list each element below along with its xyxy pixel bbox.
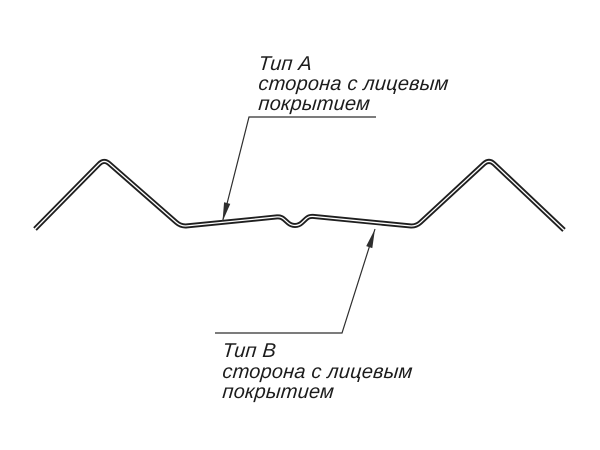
label-type-a-line3: покрытием [258,93,371,115]
label-type-b-title: Тип В [222,340,277,362]
label-type-b-line2: сторона с лицевым [222,361,414,383]
arrowhead-type-b [366,229,375,249]
leader-line-type-b [215,228,376,334]
leader-line-type-a [221,116,376,222]
label-type-b: Тип В сторона с лицевым покрытием [222,340,414,403]
label-type-a-title: Тип А [258,53,313,75]
label-type-b-line3: покрытием [222,381,335,403]
label-type-a-line2: сторона с лицевым [258,73,450,95]
profile-outline-inner-gap [34,160,565,231]
arrowhead-type-a [222,202,231,222]
profile-outline-outer [33,158,566,232]
label-type-a: Тип А сторона с лицевым покрытием [258,53,450,115]
